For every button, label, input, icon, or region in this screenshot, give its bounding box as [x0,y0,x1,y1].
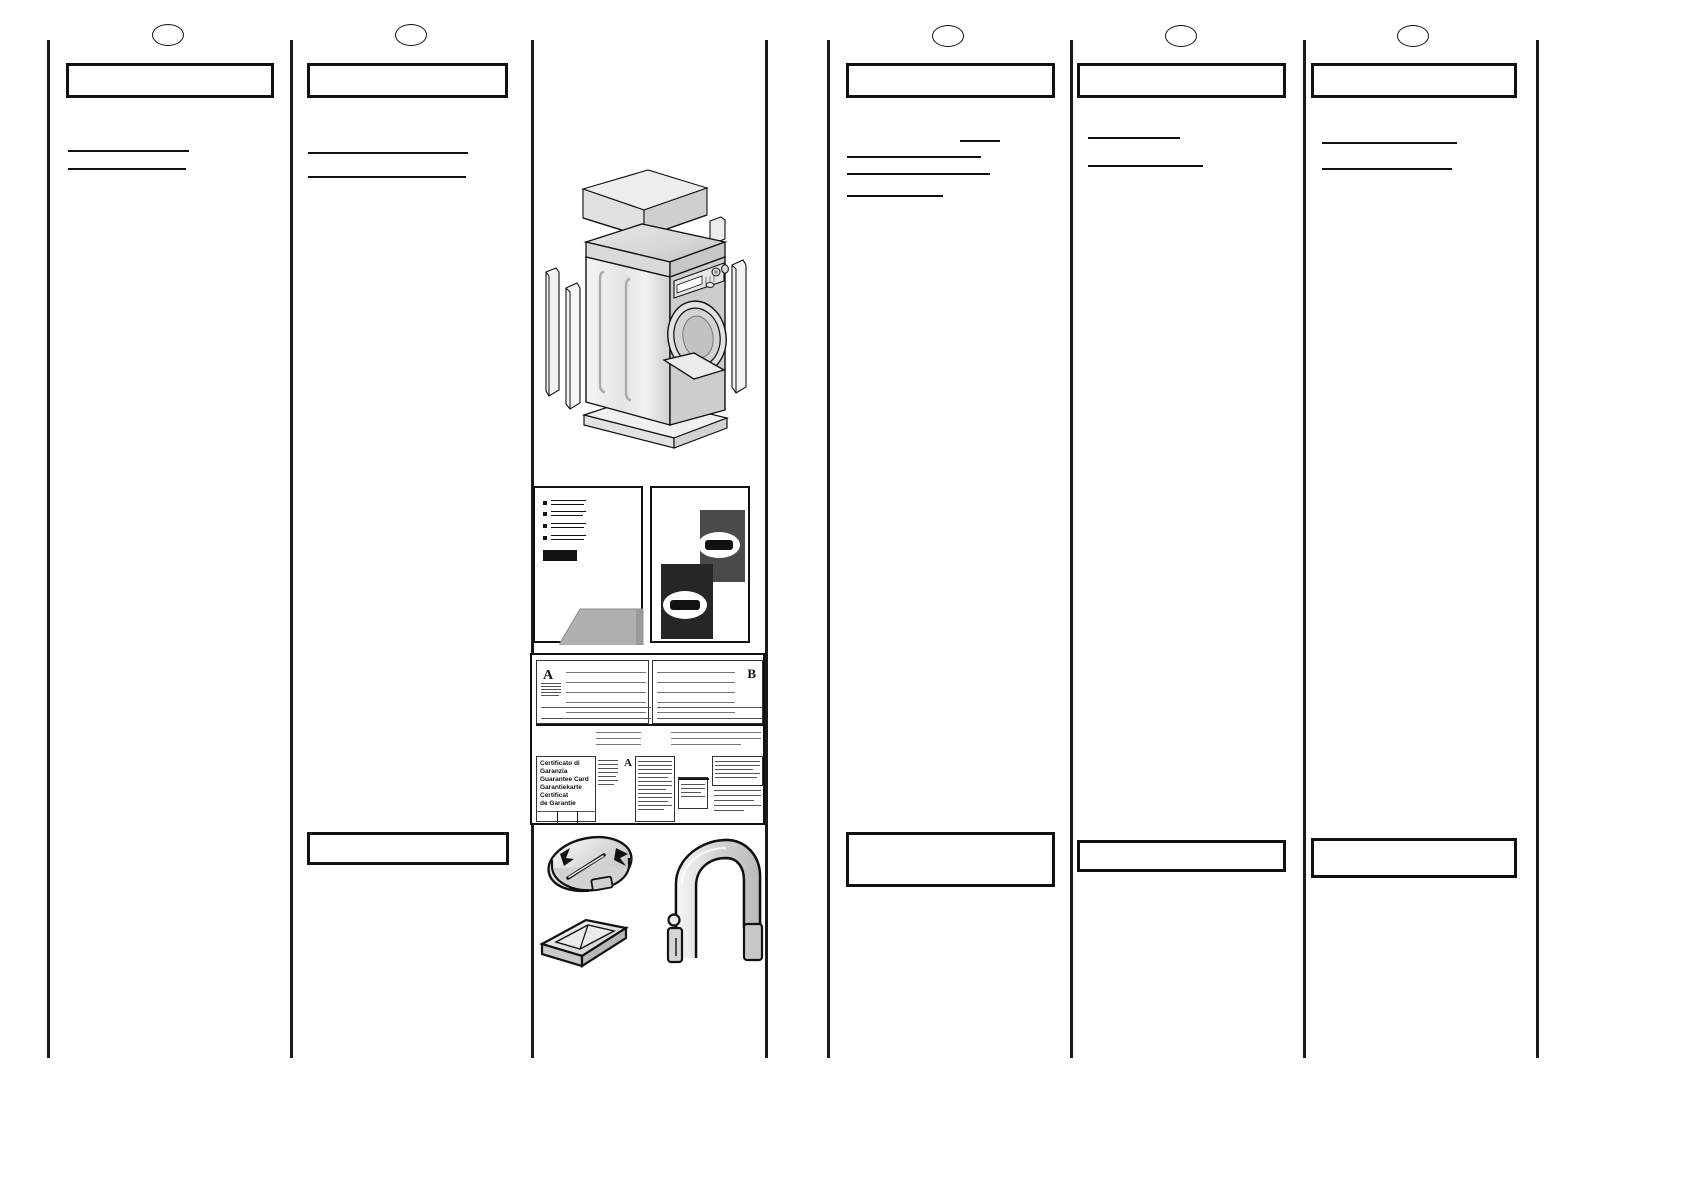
bullet-marker [543,512,547,516]
bullet-text-line [551,515,583,517]
left-side-packing-strip [545,267,560,397]
warranty-list-block [635,756,675,822]
bullet-text-line [551,535,586,537]
column-rule-6 [1070,40,1073,1058]
warranty-right-block-bottom [712,788,763,822]
body-text-line [308,176,466,178]
body-text-line [68,150,189,152]
body-text-line [960,140,1000,142]
form-block-b: B [652,660,763,724]
section-header-box-5 [1077,63,1286,98]
section-header-box-6 [1311,63,1517,98]
warranty-specs-block [596,756,622,822]
class-letter-a-caption [540,663,541,666]
column-rule-1 [47,40,50,1058]
drain-hose-guide-bracket [666,838,764,964]
column-rule-8 [1536,40,1539,1058]
warranty-title-2: Garanzia [540,768,568,775]
warranty-title-4: Garantiekarte [540,784,582,791]
form-letter-a-lower: A [624,757,632,769]
chapter-circle-2 [395,24,427,46]
oval-bar-top [705,540,733,550]
section-header-box-1 [66,63,274,98]
body-text-line [1322,142,1457,144]
oval-bar-bottom [670,600,700,610]
section-header-box-4 [846,63,1055,98]
section-footer-box-4 [846,832,1055,887]
body-text-line [847,173,990,175]
section-footer-box-6 [1311,838,1517,878]
bullet-marker [543,501,547,505]
blanking-cap-plug [547,835,633,893]
body-text-line [1322,168,1452,170]
form-middle-strip [536,728,763,754]
warranty-title-6: de Garantie [540,800,576,807]
chapter-circle-4 [932,25,964,47]
detergent-drawer-insert [539,918,629,969]
bullet-text-line [551,539,584,541]
bullet-text-line [551,511,586,513]
column-rule-2 [290,40,293,1058]
warranty-title-3: Guarantee Card [540,776,589,783]
class-letter-a: A [543,668,554,683]
body-text-line [847,195,943,197]
bullet-marker [543,524,547,528]
accessories-group [530,828,765,978]
inner-left-packing-strip [565,282,581,410]
warranty-right-block-top [712,756,763,786]
body-text-line [68,168,186,170]
body-text-line [308,152,468,154]
section-header-box-2 [307,63,508,98]
washing-machine-body [583,216,729,426]
form-separator-band [536,724,763,726]
column-rule-4 [765,40,768,1058]
documents-and-manual-panel [533,486,644,645]
chapter-circle-5 [1165,25,1197,47]
warranty-title-5: Certificat [540,792,569,799]
form-block-a: A [536,660,651,724]
bullet-text-line [551,523,586,525]
body-text-line [847,156,981,158]
column-rule-3 [531,40,534,1058]
body-text-line [1088,137,1180,139]
class-letter-b: B [747,666,756,681]
column-rule-7 [1303,40,1306,1058]
column-rule-5 [827,40,830,1058]
bullet-text-line [551,527,584,529]
bullet-text-line [551,504,584,506]
warranty-inset-block [678,777,709,809]
right-side-packing-strip [731,259,747,394]
body-text-line [1088,165,1203,167]
chapter-circle-1 [152,24,184,46]
polystyrene-top-cap [581,169,709,238]
guarantee-certificate-sheet: A B [530,653,765,825]
warning-labels-panel [650,486,750,643]
bullet-text-line [551,500,586,502]
section-footer-box-5 [1077,840,1286,872]
bullet-marker [543,536,547,540]
washing-machine-unpacking-diagram [534,165,766,455]
chapter-circle-6 [1397,25,1429,47]
black-title-bar [543,550,577,561]
gray-booklet-page [559,608,644,645]
warranty-title-block: Certificato di Garanzia Guarantee Card G… [536,756,597,823]
section-footer-box-2 [307,832,509,865]
warranty-title-1: Certificato di [540,760,580,767]
